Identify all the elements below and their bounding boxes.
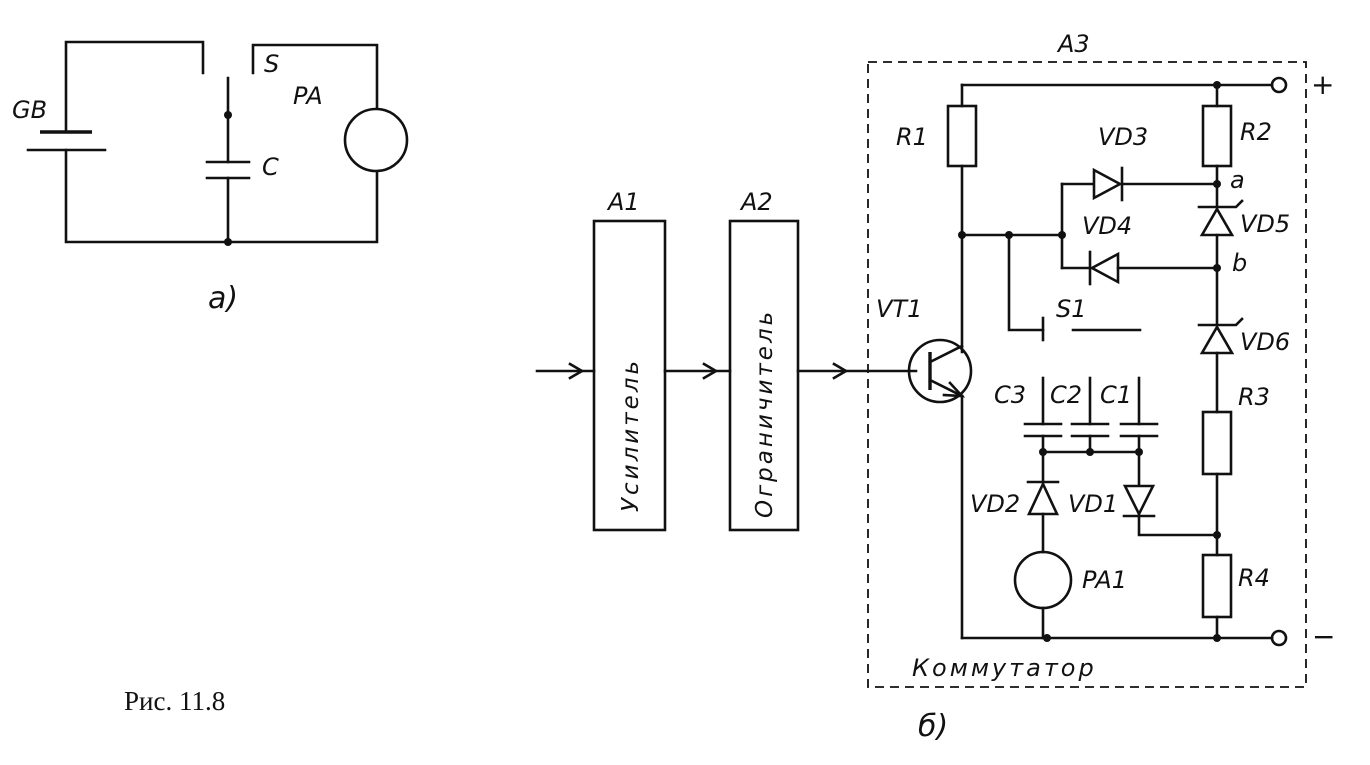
label-c3: C3 <box>994 381 1026 409</box>
label-r2: R2 <box>1240 118 1272 146</box>
signal-chain: A1 A2 Усилитель Ограничитель <box>535 188 918 532</box>
terminal-minus <box>1270 629 1288 647</box>
label-s: S <box>264 50 279 78</box>
meter-pa1 <box>1013 550 1073 610</box>
block-a2-text: Ограничитель <box>752 309 778 518</box>
resistor-r4 <box>1201 553 1233 619</box>
label-pa1: PA1 <box>1082 566 1127 594</box>
label-c1: C1 <box>1100 381 1132 409</box>
commutator-label: Коммутатор <box>912 654 1097 682</box>
circuit-a: GB C S PA а) <box>12 40 409 316</box>
battery-gb <box>26 130 107 152</box>
label-vd5: VD5 <box>1240 210 1290 238</box>
label-c2: C2 <box>1050 381 1082 409</box>
label-gb: GB <box>12 96 47 124</box>
label-a2: A2 <box>739 188 773 216</box>
zener-vd6 <box>1197 317 1244 355</box>
node-a: a <box>1230 166 1245 194</box>
resistor-r3 <box>1201 410 1233 476</box>
circuit-b: A1 A2 Усилитель Ограничитель A3 Коммутат… <box>535 30 1335 744</box>
subfigure-a-label: а) <box>208 281 238 316</box>
zener-vd5 <box>1197 199 1244 237</box>
label-s1: S1 <box>1056 295 1087 323</box>
block-a1-text: Усилитель <box>618 358 644 512</box>
label-r1: R1 <box>896 123 928 151</box>
diode-vd2 <box>1026 480 1060 516</box>
resistor-r2 <box>1201 104 1233 168</box>
figure-caption: Рис. 11.8 <box>124 686 225 716</box>
label-a3: A3 <box>1056 30 1090 58</box>
label-vd2: VD2 <box>970 490 1020 518</box>
terminal-plus <box>1270 76 1288 94</box>
block-a2 <box>728 219 800 532</box>
diode-vd1 <box>1122 484 1156 518</box>
subfigure-b-label: б) <box>918 709 948 744</box>
label-r4: R4 <box>1238 564 1270 592</box>
label-c: C <box>262 153 279 181</box>
block-a1 <box>592 219 667 532</box>
label-vd3: VD3 <box>1098 123 1148 151</box>
capacitor-c <box>205 160 251 180</box>
label-r3: R3 <box>1238 383 1270 411</box>
label-vt1: VT1 <box>876 295 922 323</box>
label-vd4: VD4 <box>1082 212 1132 240</box>
diode-vd3 <box>1092 166 1124 202</box>
label-pa: PA <box>293 82 323 110</box>
label-vd6: VD6 <box>1240 328 1290 356</box>
diode-vd4 <box>1088 250 1120 286</box>
label-a1: A1 <box>606 188 640 216</box>
capacitor-c3 <box>1023 422 1063 438</box>
terminal-minus-label: − <box>1312 620 1335 653</box>
node-b: b <box>1232 249 1247 277</box>
terminal-plus-label: + <box>1311 68 1334 101</box>
transistor-vt1 <box>907 338 973 404</box>
resistor-r1 <box>946 104 978 168</box>
meter-pa <box>343 107 409 173</box>
capacitor-c2 <box>1070 422 1110 438</box>
commutator-boundary <box>867 61 1307 688</box>
label-vd1: VD1 <box>1068 490 1118 518</box>
capacitor-c1 <box>1119 422 1159 438</box>
